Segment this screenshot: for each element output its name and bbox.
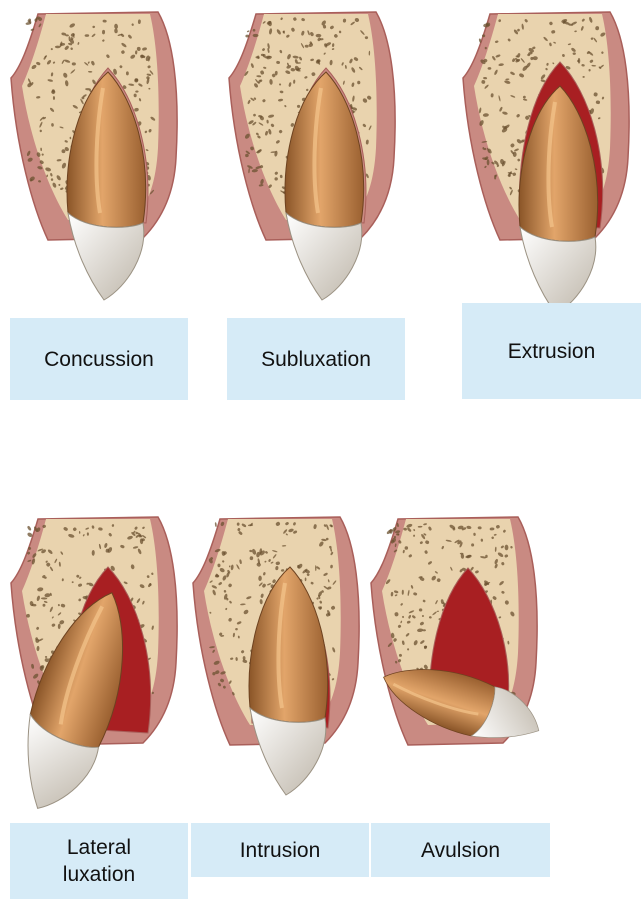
concussion-illustration — [8, 8, 193, 308]
panel-concussion — [8, 8, 193, 308]
label-subluxation: Subluxation — [227, 318, 405, 400]
avulsion-illustration — [368, 513, 558, 823]
intrusion-illustration — [190, 513, 375, 813]
panel-subluxation — [226, 8, 411, 308]
label-extrusion: Extrusion — [462, 303, 641, 399]
subluxation-illustration — [226, 8, 411, 308]
panel-avulsion — [368, 513, 558, 823]
panel-intrusion — [190, 513, 375, 813]
panel-extrusion — [460, 8, 641, 308]
label-concussion: Concussion — [10, 318, 188, 400]
label-intrusion: Intrusion — [191, 823, 369, 877]
lateral-luxation-illustration — [8, 513, 193, 813]
extrusion-illustration — [460, 8, 641, 308]
label-avulsion: Avulsion — [371, 823, 550, 877]
panel-lateral-luxation — [8, 513, 193, 813]
label-lateral-luxation: Lateral luxation — [10, 823, 188, 899]
